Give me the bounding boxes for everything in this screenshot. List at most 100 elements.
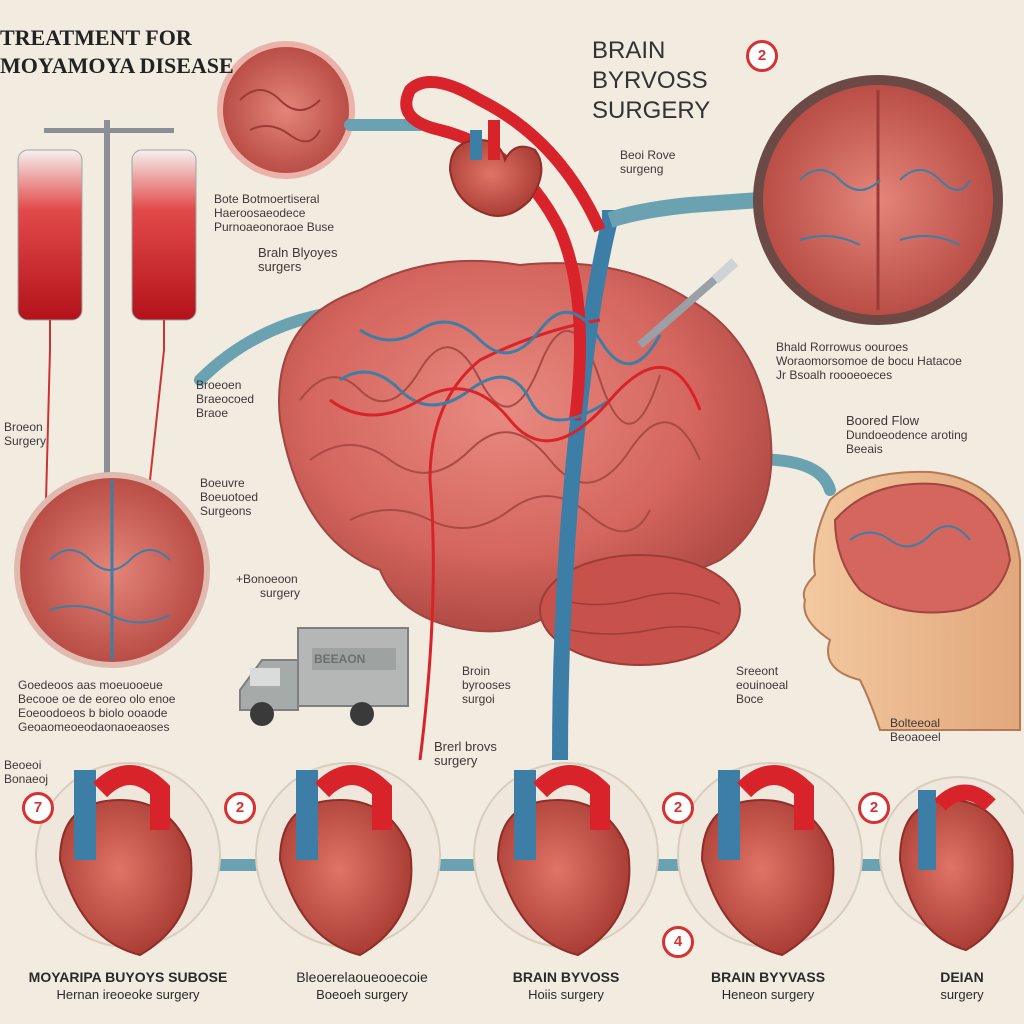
label-line: Becooe oe de eoreo olo enoe (18, 692, 176, 706)
label-line: Boeuotoed (200, 490, 259, 504)
label-line: Brerl brovs (434, 739, 497, 754)
page-title: TREATMENT FOR MOYAMOYA DISEASE (0, 24, 234, 80)
label-line: Eoeoodoeos b biolo ooaode (18, 706, 168, 720)
label-line: surgery (260, 586, 301, 600)
label-line: Bonaeoj (4, 772, 49, 786)
caption-title: BRAIN BYVOSS (512, 969, 620, 985)
label-line: Beeais (846, 442, 883, 456)
heart-stage-5-icon (879, 776, 1024, 952)
label-line: Bhald Rorrowus oouroes (776, 340, 909, 354)
label-line: surgoi (462, 692, 495, 706)
label-line: Braeocoed (196, 392, 255, 406)
caption-stage-1: MOYARIPA BUYOYS SUBOSE Hernan ireoeoke s… (6, 968, 250, 1004)
heart-small-icon (448, 120, 543, 217)
blood-vessels (329, 76, 761, 761)
step-badge: 4 (662, 926, 694, 958)
iv-stand-icon (17, 120, 197, 501)
label-line: byrooses (462, 678, 511, 692)
label-mid-left-block: Broeoen Braeocoed Braoe (196, 378, 254, 420)
caption-stage-4: BRAIN BYYVASS Heneon surgery (688, 968, 848, 1004)
caption-title: BRAIN BYYVASS (710, 969, 826, 985)
label-line: Broeon (4, 420, 43, 434)
label-line: Geoaomeoeodaonaoeaoses (18, 720, 170, 734)
label-line: surgery (434, 753, 478, 768)
label-bottom-left-small: Beoeoi Bonaeoj (4, 758, 48, 786)
label-line: Purnoaeonoraoe Buse (214, 220, 335, 234)
step-badge: 7 (22, 792, 54, 824)
label-line: Sreeont (736, 664, 779, 678)
label-line: Boce (736, 692, 764, 706)
label-line: Beoi Rove (620, 148, 676, 162)
label-line: Jr Bsoalh roooeoeces (776, 368, 893, 382)
label-line: Beoaoeel (890, 730, 941, 744)
label-blood-flow: Boored Flow Dundoeodence aroting Beeais (846, 413, 968, 457)
label-right-head-2: Bolteeoal Beoaoeel (890, 716, 941, 744)
caption-stage-3: BRAIN BYVOSS Hoiis surgery (486, 968, 646, 1004)
label-line: surgeng (620, 162, 664, 176)
caption-sub: Hernan ireoeoke surgery (56, 987, 200, 1002)
label-center-low: Brerl brovs surgery (434, 740, 497, 768)
main-title: BRAIN BYRVOSS SURGERY (592, 36, 710, 126)
truck-sign: BEEAON (314, 652, 366, 666)
heart-stage-1-icon (35, 762, 221, 957)
syringe-icon (637, 258, 739, 349)
brain-section-circle-icon (753, 75, 1003, 325)
main-title-line-3: SURGERY (592, 97, 711, 124)
label-line: Beoeoi (4, 758, 42, 772)
label-line: Surgeons (200, 504, 252, 518)
label-line: Braoe (196, 406, 229, 420)
step-badge: 2 (662, 792, 694, 824)
label-line: Broeoen (196, 378, 242, 392)
label-brain-bypass-left: Braln Blyoyes surgers (258, 246, 337, 274)
step-badge: 2 (858, 792, 890, 824)
label-line: Boored Flow (846, 413, 919, 428)
label-line: Dundoeodence aroting (846, 428, 968, 442)
caption-stage-5: DEIAN surgery (912, 968, 1012, 1004)
caption-title: DEIAN (940, 969, 984, 985)
brain-illustration (278, 259, 773, 666)
label-line: Woraomorsomoe de bocu Hatacoe (776, 354, 962, 368)
label-right-side-block: Bhald Rorrowus oouroes Woraomorsomoe de … (776, 340, 962, 382)
label-left-surgery-arrow: +Bonoeoon surgery (236, 572, 300, 600)
caption-sub: Heneon surgery (721, 987, 815, 1002)
label-center-left-block: Bote Botmoertiseral Haeroosaeodece Purno… (214, 192, 334, 234)
step-badge: 2 (746, 40, 778, 72)
caption-sub: surgery (940, 987, 984, 1002)
heart-stage-4-icon (677, 762, 863, 957)
caption-title: MOYARIPA BUYOYS SUBOSE (28, 969, 228, 985)
tissue-circle-icon (217, 41, 355, 179)
label-center-brain: Broin byrooses surgoi (462, 664, 511, 706)
label-mid-left-block-2: Boeuvre Boeuotoed Surgeons (200, 476, 258, 518)
heart-stage-2-icon (255, 762, 441, 957)
caption-stage-2: Bleoerelaoueooecoie Boeoeh surgery (262, 968, 462, 1004)
caption-sub: Boeoeh surgery (316, 987, 408, 1002)
label-line: Haeroosaeodece (214, 206, 306, 220)
label-line: Surgery (4, 434, 47, 448)
label-line: Bote Botmoertiseral (214, 192, 320, 206)
label-line: Broin (462, 664, 491, 678)
step-badge: 2 (224, 792, 256, 824)
label-line: Bolteeoal (890, 716, 941, 730)
title-line-1: TREATMENT FOR (0, 25, 192, 50)
transport-truck-icon (239, 627, 409, 726)
label-line: Boeuvre (200, 476, 245, 490)
label-line: surgers (258, 259, 302, 274)
label-line: eouinoeal (736, 678, 789, 692)
caption-title: Bleoerelaoueooecoie (296, 969, 428, 985)
title-line-2: MOYAMOYA DISEASE (0, 53, 234, 78)
label-line: Goedeoos aas moeuooeue (18, 678, 163, 692)
head-profile-icon (802, 470, 1021, 731)
brain-circle-left-icon (14, 472, 210, 668)
label-line: Braln Blyoyes (258, 245, 338, 260)
caption-sub: Hoiis surgery (528, 987, 604, 1002)
flow-arrows (194, 119, 891, 871)
label-line: +Bonoeoon (236, 572, 298, 586)
heart-stage-3-icon (473, 762, 659, 957)
label-left-brain: Broeon Surgery (4, 420, 46, 448)
label-top-right-small: Beoi Rove surgeng (620, 148, 675, 176)
label-right-head: Sreeont eouinoeal Boce (736, 664, 788, 706)
main-title-line-1: BRAIN (592, 37, 666, 64)
label-bottom-left-paragraph: Goedeoos aas moeuooeue Becooe oe de eore… (18, 678, 175, 734)
main-title-line-2: BYRVOSS (592, 67, 708, 94)
